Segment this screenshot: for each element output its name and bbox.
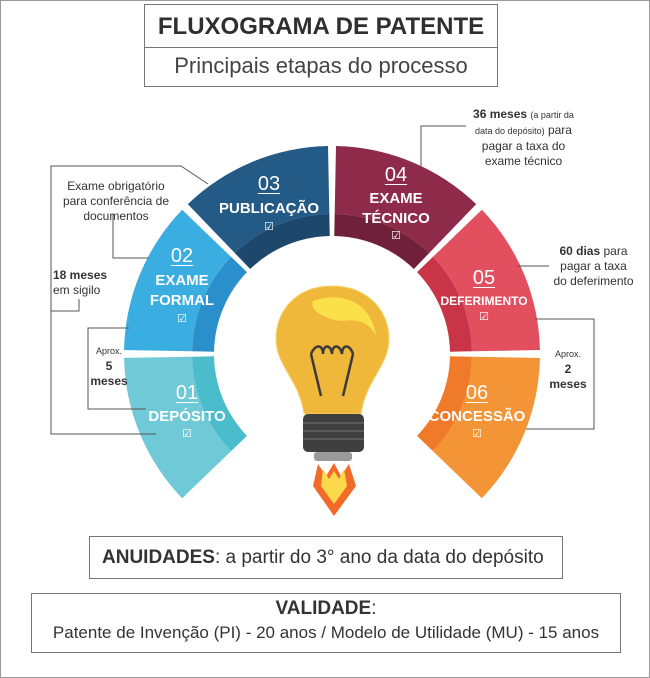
note-aprox-5: Aprox. 5 meses (89, 344, 129, 389)
document-check-icon: ☑ (457, 427, 497, 440)
anuidades-label: ANUIDADES (102, 547, 215, 568)
note-sigilo: 18 meses em sigilo (53, 268, 113, 298)
validade-label: VALIDADE (276, 598, 372, 619)
note-line: Exame obrigatório (56, 179, 176, 194)
note-bold: 18 meses (53, 268, 107, 282)
note-deferimento: 60 dias para pagar a taxa do deferimento (546, 244, 641, 289)
note-unit: meses (90, 374, 127, 388)
document-check-icon: ☑ (167, 427, 207, 440)
connector-18-meses (51, 299, 79, 311)
note-text: do deferimento (546, 274, 641, 289)
step-02-number: 02 (152, 245, 212, 268)
step-02-name: EXAMEFORMAL (132, 271, 232, 311)
step-03-number: 03 (239, 173, 299, 196)
note-unit: meses (549, 377, 586, 391)
note-text: em sigilo (53, 283, 113, 298)
step-04-number: 04 (366, 164, 426, 187)
validade-box: VALIDADE: Patente de Invenção (PI) - 20 … (31, 593, 621, 653)
note-bold: 36 meses (473, 107, 527, 121)
document-check-icon: ☑ (376, 229, 416, 242)
note-text: para (604, 244, 628, 258)
note-line: documentos (56, 209, 176, 224)
note-aprox-2: Aprox. 2 meses (548, 347, 588, 392)
note-label: Aprox. (548, 347, 588, 362)
note-small: data do depósito) (475, 126, 545, 136)
note-exame-formal: Exame obrigatório para conferência de do… (56, 179, 176, 224)
note-text: pagar a taxa do (461, 139, 586, 154)
note-text: para (548, 123, 572, 137)
lightbulb-icon (276, 286, 389, 516)
note-value: 5 (106, 359, 113, 373)
step-05-name: DEFERIMENTO (424, 291, 544, 311)
validade-colon: : (371, 598, 376, 619)
step-02-name-line: FORMAL (132, 291, 232, 311)
validade-text: Patente de Invenção (PI) - 20 anos / Mod… (32, 623, 620, 643)
note-value: 2 (565, 362, 572, 376)
note-text: pagar a taxa (546, 259, 641, 274)
step-01-number: 01 (157, 382, 217, 405)
step-06-number: 06 (447, 382, 507, 405)
connector-exame-tecnico (421, 126, 466, 166)
anuidades-box: ANUIDADES: a partir do 3° ano da data do… (89, 536, 563, 579)
step-03-name: PUBLICAÇÃO (209, 199, 329, 219)
note-text: exame técnico (461, 154, 586, 169)
validade-title: VALIDADE: (32, 598, 620, 620)
note-label: Aprox. (89, 344, 129, 359)
document-check-icon: ☑ (249, 220, 289, 233)
step-04-name-line: EXAME (346, 189, 446, 209)
step-04-name-line: TÉCNICO (346, 209, 446, 229)
document-check-icon: ☑ (464, 310, 504, 323)
step-02-name-line: EXAME (132, 271, 232, 291)
anuidades-text: : a partir do 3° ano da data do depósito (215, 547, 544, 568)
step-04-name: EXAMETÉCNICO (346, 189, 446, 229)
note-exame-tecnico: 36 meses (a partir da data do depósito) … (461, 107, 586, 169)
note-line: para conferência de (56, 194, 176, 209)
note-bold: 60 dias (559, 244, 600, 258)
step-05-number: 05 (454, 267, 514, 290)
note-small: (a partir da (530, 110, 574, 120)
step-01-name: DEPÓSITO (137, 407, 237, 427)
document-check-icon: ☑ (162, 312, 202, 325)
step-06-name: CONCESSÃO (417, 407, 537, 427)
